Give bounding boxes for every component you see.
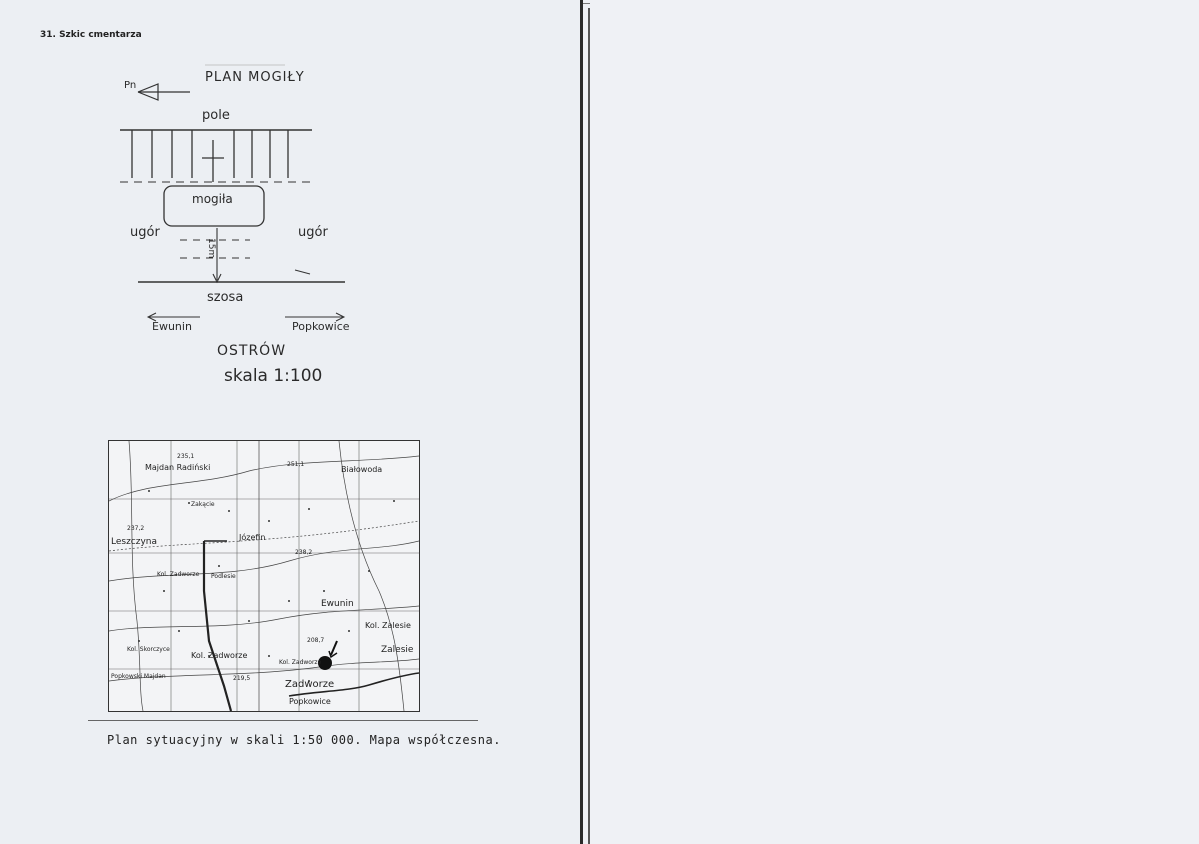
situation-map: Majdan Radiński Białowoda Zakącie Leszcz… <box>108 440 420 712</box>
map-elevation-208: 208,7 <box>307 637 325 644</box>
grave-plan-sketch <box>120 64 346 322</box>
map-label-zakacie: Zakącie <box>191 501 215 508</box>
scale-label: skala 1:100 <box>224 366 323 386</box>
page-heading: 31. Szkic cmentarza <box>40 30 142 40</box>
map-label-majdan: Majdan Radiński <box>145 463 211 472</box>
map-caption: Plan sytuacyjny w skali 1:50 000. Mapa w… <box>107 733 501 747</box>
map-label-kol-zalesie: Kol. Zalesie <box>365 621 411 630</box>
map-label-leszczyna: Leszczyna <box>111 537 158 547</box>
plan-title: PLAN MOGIŁY <box>205 70 305 85</box>
map-label-zalesie: Zalesie <box>381 645 414 655</box>
map-label-popkowski: Popkowski Majdan <box>111 673 166 680</box>
map-elevation-219: 219,5 <box>233 675 251 682</box>
map-label-ewunin: Ewunin <box>321 599 354 609</box>
map-label-jozefin: Józefin <box>239 533 266 542</box>
right-page-blank <box>590 0 1199 844</box>
field-label: pole <box>202 108 230 123</box>
north-label: Pn <box>124 80 137 91</box>
grave-label: mogiła <box>192 192 233 206</box>
fallow-left-label: ugór <box>130 225 160 240</box>
page-spine <box>580 0 583 844</box>
map-label-kol-skorczyce: Kol. Skorczyce <box>127 646 170 653</box>
caption-divider <box>88 720 478 721</box>
road-label: szosa <box>207 290 244 305</box>
map-label-zadworze: Zadworze <box>285 679 335 690</box>
place-label: OSTRÓW <box>217 343 287 359</box>
direction-west-label: Ewunin <box>152 320 192 333</box>
page-spine-shadow <box>588 8 590 844</box>
fallow-right-label: ugór <box>298 225 328 240</box>
map-elevation-238: 238,2 <box>295 549 313 556</box>
map-drawing <box>109 441 419 711</box>
left-page: 31. Szkic cmentarza <box>0 0 581 844</box>
map-label-kol-zadworze-small: Kol. Zadworze <box>279 659 322 666</box>
direction-east-label: Popkowice <box>292 320 350 333</box>
map-elevation-251: 251,1 <box>287 461 305 468</box>
map-label-kol-zadworze-top: Kol. Zadworze <box>157 571 200 578</box>
distance-label: 15m <box>206 238 216 259</box>
map-label-podlesie: Podlesie <box>211 573 236 580</box>
map-label-bialowoda: Białowoda <box>341 465 383 474</box>
map-label-popkowice: Popkowice <box>289 697 331 706</box>
map-elevation-235: 235,1 <box>177 453 195 460</box>
map-label-kol-zadworze: Kol. Zadworze <box>191 651 248 660</box>
map-elevation-237: 237,2 <box>127 525 145 532</box>
